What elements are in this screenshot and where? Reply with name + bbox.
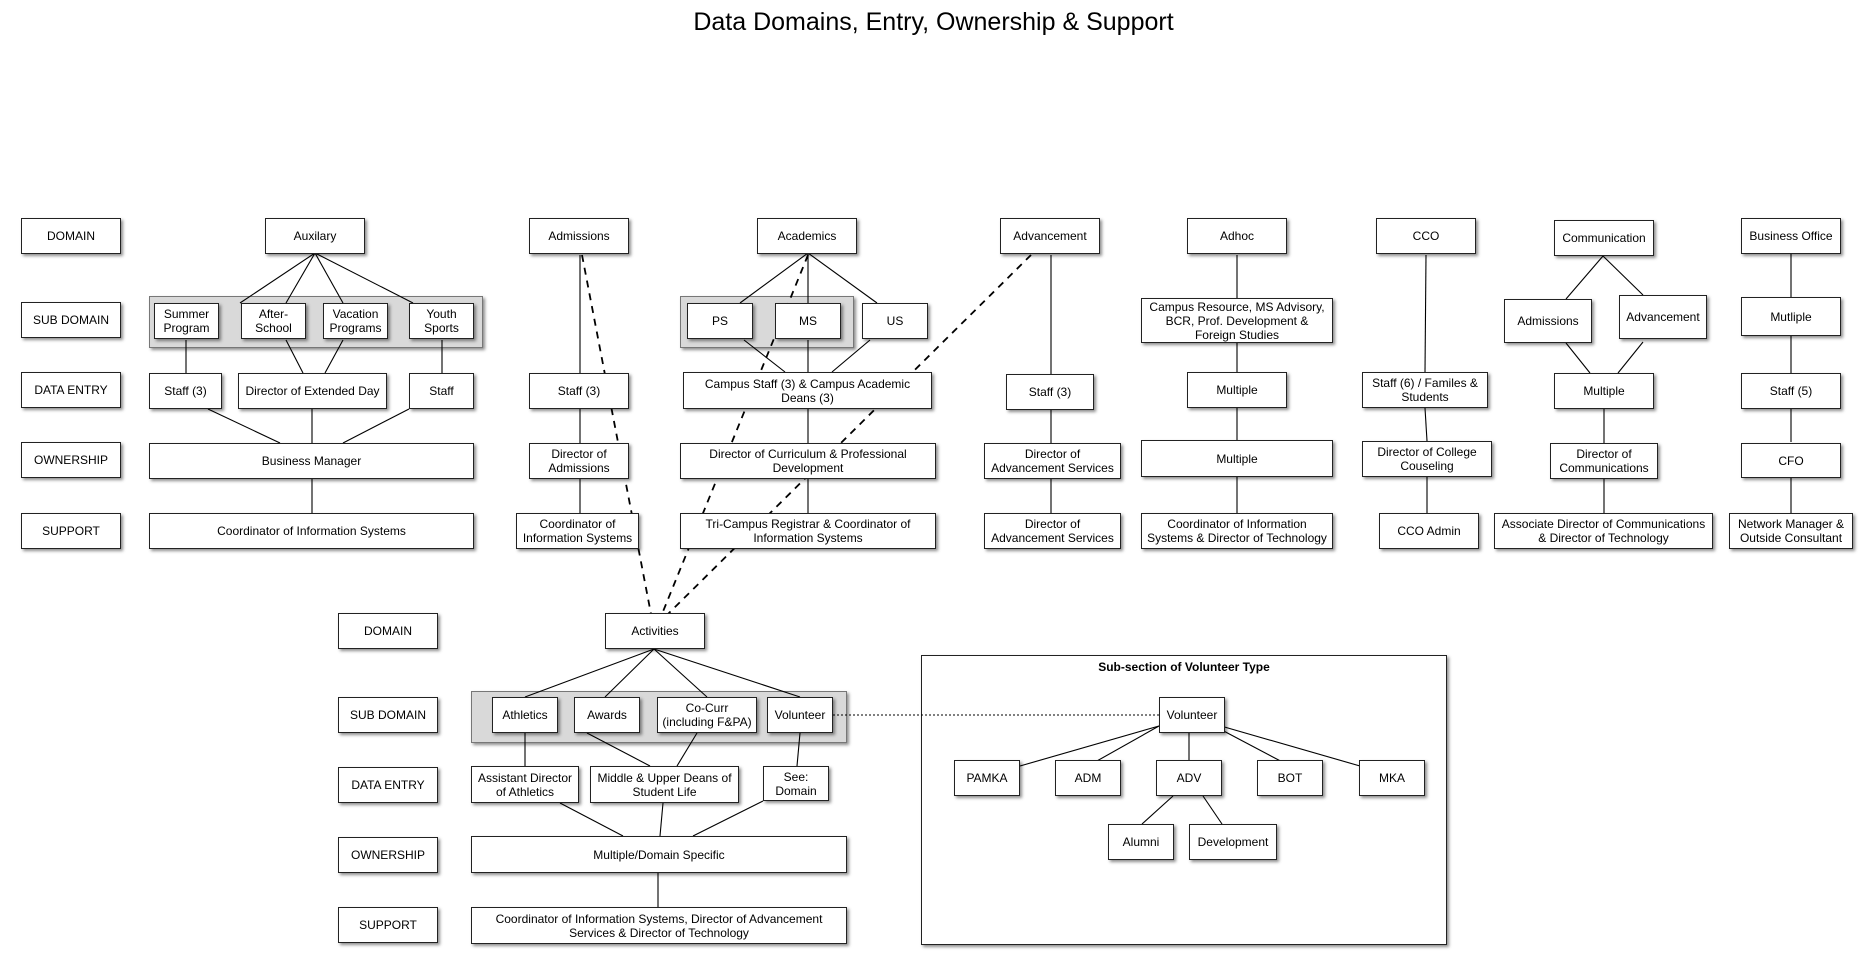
row-label-sub-domain: SUB DOMAIN — [21, 302, 121, 338]
volunteer-bot: BOT — [1257, 760, 1323, 796]
auxilary-data-entry-staff-3: Staff (3) — [149, 373, 222, 409]
row-label-support: SUPPORT — [21, 513, 121, 549]
volunteer-subsection-title: Sub-section of Volunteer Type — [1098, 660, 1270, 674]
advancement-support: Director of Advancement Services — [984, 513, 1121, 549]
volunteer-adm: ADM — [1055, 760, 1121, 796]
advancement-domain: Advancement — [1000, 218, 1100, 254]
auxilary-ownership: Business Manager — [149, 443, 474, 479]
academics-support: Tri-Campus Registrar & Coordinator of In… — [680, 513, 936, 549]
activities-ownership: Multiple/Domain Specific — [471, 836, 847, 873]
business-office-sub-domain: Mutliple — [1741, 297, 1841, 336]
auxilary-support: Coordinator of Information Systems — [149, 513, 474, 549]
volunteer-development: Development — [1189, 824, 1277, 860]
row-label-sub-domain-2: SUB DOMAIN — [338, 697, 438, 733]
communication-data-entry: Multiple — [1554, 373, 1654, 409]
row-label-data-entry: DATA ENTRY — [21, 372, 121, 408]
admissions-data-entry: Staff (3) — [529, 373, 629, 409]
volunteer-adv: ADV — [1156, 760, 1222, 796]
business-office-support: Network Manager & Outside Consultant — [1729, 513, 1853, 549]
activities-volunteer: Volunteer — [767, 697, 833, 733]
adhoc-support: Coordinator of Information Systems & Dir… — [1141, 513, 1333, 549]
activities-data-entry-deans: Middle & Upper Deans of Student Life — [590, 766, 739, 803]
academics-domain: Academics — [757, 218, 857, 254]
admissions-support: Coordinator of Information Systems — [516, 513, 639, 549]
diagram-title: Data Domains, Entry, Ownership & Support — [693, 8, 1174, 36]
communication-ownership: Director of Communications — [1550, 443, 1658, 479]
cco-data-entry: Staff (6) / Familes & Students — [1362, 372, 1488, 408]
row-label-domain: DOMAIN — [21, 218, 121, 254]
communication-support: Associate Director of Communications & D… — [1494, 513, 1713, 549]
activities-data-entry-see-domain: See: Domain — [763, 766, 829, 801]
business-office-ownership: CFO — [1741, 443, 1841, 478]
academics-us: US — [862, 303, 928, 339]
volunteer-subsection-frame: Sub-section of Volunteer Type — [921, 655, 1447, 945]
cco-support: CCO Admin — [1379, 513, 1479, 549]
cco-domain: CCO — [1376, 218, 1476, 254]
business-office-data-entry: Staff (5) — [1741, 373, 1841, 409]
row-label-support-2: SUPPORT — [338, 907, 438, 943]
auxilary-summer-program: Summer Program — [154, 303, 219, 339]
advancement-ownership: Director of Advancement Services — [984, 443, 1121, 479]
communication-domain: Communication — [1554, 220, 1654, 256]
activities-data-entry-athletics: Assistant Director of Athletics — [471, 766, 579, 803]
activities-co-curr: Co-Curr (including F&PA) — [657, 697, 757, 733]
auxilary-vacation-programs: Vacation Programs — [323, 303, 388, 339]
activities-support: Coordinator of Information Systems, Dire… — [471, 907, 847, 944]
communication-sub-admissions: Admissions — [1504, 299, 1592, 343]
communication-sub-advancement: Advancement — [1619, 295, 1707, 339]
row-label-ownership: OWNERSHIP — [21, 442, 121, 478]
row-label-data-entry-2: DATA ENTRY — [338, 767, 438, 803]
academics-ps: PS — [687, 303, 753, 339]
adhoc-ownership: Multiple — [1141, 440, 1333, 477]
cco-ownership: Director of College Couseling — [1362, 441, 1492, 477]
auxilary-youth-sports: Youth Sports — [409, 303, 474, 339]
adhoc-domain: Adhoc — [1187, 218, 1287, 254]
volunteer-root: Volunteer — [1159, 697, 1225, 733]
business-office-domain: Business Office — [1741, 218, 1841, 254]
volunteer-mka: MKA — [1359, 760, 1425, 796]
volunteer-pamka: PAMKA — [954, 760, 1020, 796]
row-label-domain-2: DOMAIN — [338, 613, 438, 649]
activities-domain: Activities — [605, 613, 705, 649]
row-label-ownership-2: OWNERSHIP — [338, 837, 438, 873]
auxilary-after-school: After-School — [241, 303, 306, 339]
auxilary-data-entry-director-extended-day: Director of Extended Day — [238, 373, 387, 409]
academics-data-entry: Campus Staff (3) & Campus Academic Deans… — [683, 372, 932, 409]
advancement-data-entry: Staff (3) — [1006, 374, 1094, 410]
auxilary-domain: Auxilary — [265, 218, 365, 254]
adhoc-data-entry: Multiple — [1187, 372, 1287, 408]
academics-ms: MS — [775, 303, 841, 339]
adhoc-sub-domain: Campus Resource, MS Advisory, BCR, Prof.… — [1141, 298, 1333, 343]
academics-ownership: Director of Curriculum & Professional De… — [680, 443, 936, 479]
admissions-ownership: Director of Admissions — [529, 443, 629, 479]
admissions-domain: Admissions — [529, 218, 629, 254]
volunteer-alumni: Alumni — [1108, 824, 1174, 860]
activities-athletics: Athletics — [492, 697, 558, 733]
activities-awards: Awards — [574, 697, 640, 733]
auxilary-data-entry-staff: Staff — [409, 373, 474, 409]
